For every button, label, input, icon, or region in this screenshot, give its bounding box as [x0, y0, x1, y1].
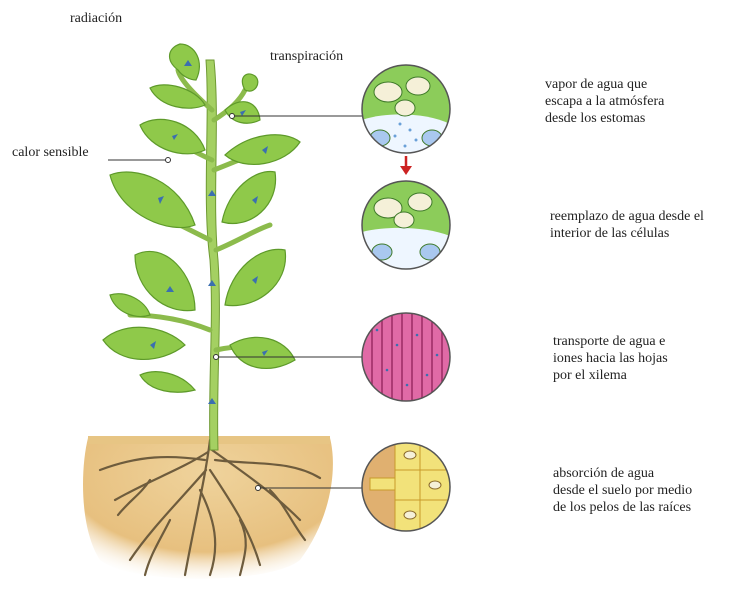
step-cells-text: reemplazo de agua desde el interior de l… [550, 208, 704, 242]
zoom-circle-xylem [362, 313, 450, 401]
step-line: de los pelos de las raíces [553, 500, 692, 515]
leaf [109, 293, 151, 317]
roots [98, 438, 322, 577]
leaves [102, 43, 301, 393]
step-line: iones hacia las hojas [553, 351, 668, 366]
leaf [109, 171, 196, 229]
step-stomata-text: vapor de agua que escapa a la atmósfera … [545, 76, 664, 127]
leaf [169, 43, 201, 81]
leaf [224, 248, 287, 307]
connector-lines [108, 113, 362, 491]
leaf [134, 250, 196, 312]
leaf [224, 134, 301, 165]
leaf [241, 73, 259, 92]
leaf [221, 170, 277, 224]
red-down-arrow [400, 156, 412, 175]
step-line: escapa a la atmósfera [545, 94, 665, 109]
step-roots-text: absorción de agua desde el suelo por med… [553, 465, 692, 516]
step-line: absorción de agua [553, 466, 655, 481]
step-line: desde el suelo por medio [553, 483, 693, 498]
label-sensible-heat: calor sensible [12, 145, 89, 160]
step-line: vapor de agua que [545, 77, 648, 92]
step-line: transporte de agua e [553, 334, 666, 349]
zoom-circle-cells [362, 181, 450, 269]
leaf [102, 326, 186, 361]
step-line: desde los estomas [545, 111, 646, 126]
step-line: por el xilema [553, 368, 627, 383]
step-line: interior de las células [550, 226, 670, 241]
label-radiation: radiación [70, 11, 123, 26]
label-transpiration: transpiración [270, 49, 344, 64]
step-line: reemplazo de agua desde el [550, 209, 704, 224]
leaf [149, 84, 206, 109]
flow-arrows [150, 60, 268, 404]
leaf [139, 371, 197, 393]
zoom-circle-stomata [362, 65, 450, 153]
step-xylem-text: transporte de agua e iones hacia las hoj… [553, 333, 668, 384]
